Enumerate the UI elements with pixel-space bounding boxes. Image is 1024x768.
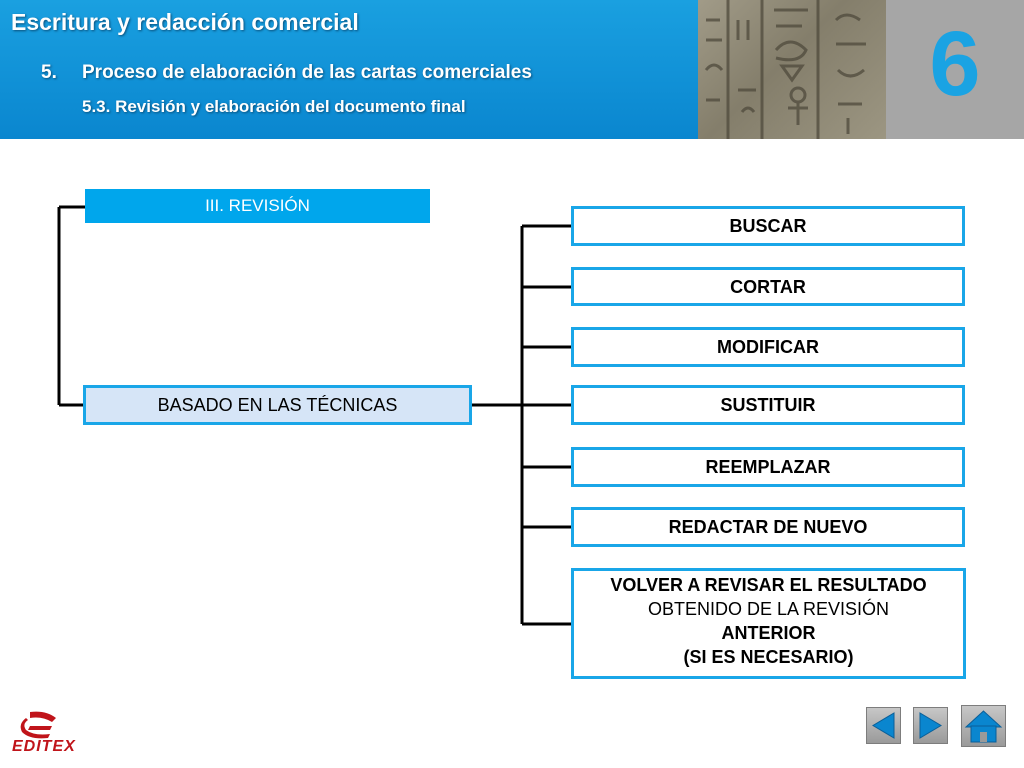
chapter-number-box: 6 <box>886 0 1024 139</box>
subsection-title: 5.3. Revisión y elaboración del document… <box>82 97 466 116</box>
chapter-number: 6 <box>929 13 981 115</box>
techniques-base-box: BASADO EN LAS TÉCNICAS <box>83 385 472 425</box>
page-title: Escritura y redacción comercial <box>11 9 359 35</box>
section-number: 5. <box>41 62 57 83</box>
volver-line-4: (SI ES NECESARIO) <box>683 647 854 667</box>
section-title: Proceso de elaboración de las cartas com… <box>82 62 532 83</box>
house-icon <box>964 710 1003 743</box>
header-banner: Escritura y redacción comercial 5. Proce… <box>0 0 1024 139</box>
editex-logo-icon <box>20 711 56 739</box>
technique-redactar-de-nuevo: REDACTAR DE NUEVO <box>571 507 965 547</box>
previous-slide-button[interactable] <box>866 707 901 744</box>
volver-line-1: VOLVER A REVISAR EL RESULTADO <box>610 575 927 595</box>
technique-buscar: BUSCAR <box>571 206 965 246</box>
technique-reemplazar: REEMPLAZAR <box>571 447 965 487</box>
volver-line-2: OBTENIDO DE LA REVISIÓN <box>647 599 890 619</box>
hieroglyph-stone-image <box>698 0 886 139</box>
revision-heading: III. REVISIÓN <box>85 189 430 223</box>
technique-cortar: CORTAR <box>571 267 965 306</box>
next-slide-button[interactable] <box>913 707 948 744</box>
triangle-right-icon <box>919 712 942 739</box>
triangle-left-icon <box>872 712 895 739</box>
technique-sustituir: SUSTITUIR <box>571 385 965 425</box>
technique-modificar: MODIFICAR <box>571 327 965 367</box>
editex-logo-text: EDITEX <box>12 738 76 755</box>
volver-line-3: ANTERIOR <box>721 623 816 643</box>
technique-volver-a-revisar: VOLVER A REVISAR EL RESULTADO OBTENIDO D… <box>571 568 966 679</box>
home-button[interactable] <box>961 705 1006 747</box>
